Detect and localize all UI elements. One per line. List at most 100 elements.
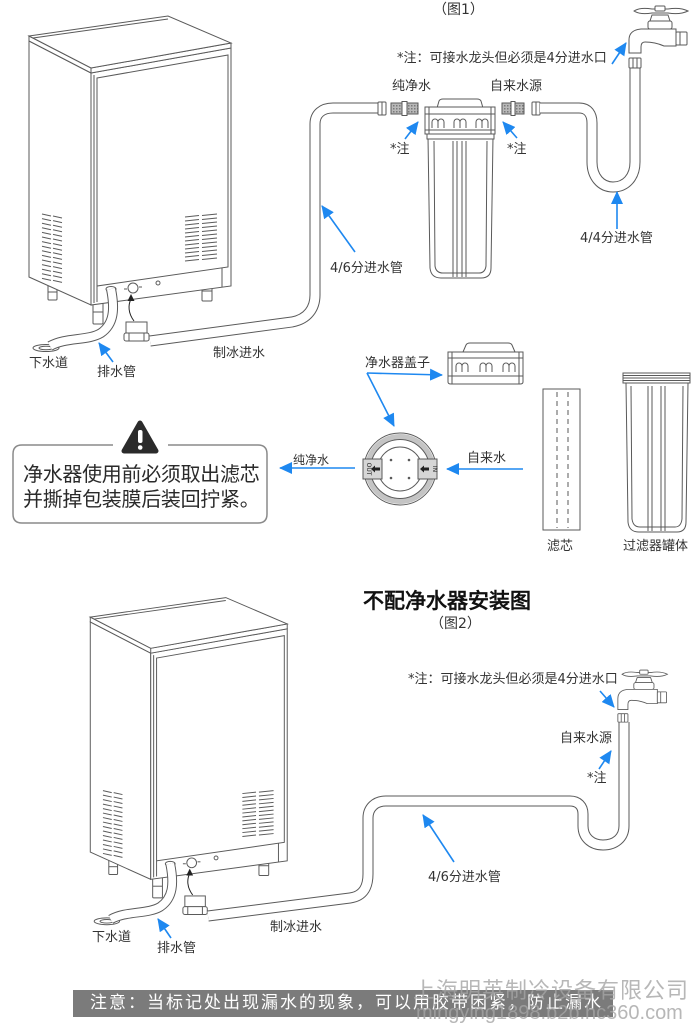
leak-notice-bar: 注意：当标记处出现漏水的现象，可以用胶带困紧，防止漏水 <box>73 990 613 1017</box>
warning-triangle-icon <box>121 420 159 454</box>
vent-slat <box>52 275 63 279</box>
vent-slat <box>184 219 200 222</box>
vent-slat <box>41 245 52 249</box>
filter-body <box>427 136 494 279</box>
vent-slat <box>52 261 63 265</box>
tap-water-source-label-2: 自来水源 <box>560 731 613 746</box>
arrow-cap-top-view <box>366 372 395 427</box>
machine-side-panel <box>28 40 92 306</box>
inlet-hose-46-label: 4/6分进水管 <box>330 261 403 276</box>
water-faucet <box>628 5 690 69</box>
vent-slat <box>52 229 63 233</box>
arrow-tap-source-note-2 <box>598 750 612 770</box>
vent-slat <box>52 256 63 260</box>
filter-housing-label: 过滤器罐体 <box>623 539 689 554</box>
arrow-inlet-note <box>502 121 518 139</box>
vent-slat <box>201 249 218 252</box>
vent-slat <box>41 241 52 245</box>
vent-slat <box>184 223 200 226</box>
vent-slat <box>184 239 200 242</box>
filter-housing <box>622 372 691 533</box>
vent-slat <box>201 245 218 248</box>
vent-slat <box>41 254 52 258</box>
indicator-hole <box>155 280 161 286</box>
control-knob <box>124 282 142 294</box>
faucet-inlet-hose <box>540 68 641 193</box>
cap-out-mark: OUT <box>365 463 372 476</box>
side-vent-grille <box>41 213 63 283</box>
cap-inlet-tab: IN <box>417 458 438 480</box>
arrow-drain-hose-2 <box>157 918 172 939</box>
drain-label: 下水道 <box>29 356 69 371</box>
inlet-note-label: *注 <box>507 142 527 157</box>
vent-slat <box>184 227 200 230</box>
water-inlet-connector <box>123 321 150 342</box>
vent-slat <box>52 252 63 256</box>
outlet-fitting <box>377 101 419 116</box>
vent-slat <box>41 259 52 263</box>
vent-slat <box>52 238 63 242</box>
tap-source-note-label-2: *注 <box>587 771 607 786</box>
warning-text-line-2: 并撕掉包装膜后装回拧紧。 <box>23 487 260 511</box>
machine-top-bevel <box>32 18 169 39</box>
cap-in-mark: IN <box>431 466 438 472</box>
drain-hose-label: 排水管 <box>97 365 137 380</box>
inlet-hose-46-label-2: 4/6分进水管 <box>428 870 501 885</box>
arrow-drain-hose <box>98 342 114 363</box>
figure2-caption: （图2） <box>430 616 481 632</box>
arrow-faucet-note <box>611 42 627 65</box>
vent-slat <box>184 235 200 238</box>
tap-water-in-label: 自来水 <box>467 451 507 466</box>
vent-slat <box>41 218 52 222</box>
vent-slat <box>201 253 218 256</box>
vent-slat <box>201 229 218 232</box>
watermark-company: 上海明英制冷设备有限公司 <box>413 978 690 1003</box>
filter-cap <box>424 98 496 135</box>
vent-slat <box>52 215 63 219</box>
warning-text-line-1: 净水器使用前必须取出滤芯 <box>23 462 260 486</box>
figure1-caption: （图1） <box>433 2 484 18</box>
vent-slat <box>201 237 218 240</box>
vent-slat <box>52 266 63 270</box>
inlet-hose-44-label: 4/4分进水管 <box>580 231 653 246</box>
machine-top <box>27 15 233 69</box>
ice-inlet-pipe <box>149 102 378 347</box>
vent-slat <box>52 233 63 237</box>
tap-water-source-label: 自来水源 <box>490 79 543 94</box>
faucet-note-2: *注：可接水龙头但必须是4分进水口 <box>408 672 618 687</box>
watermark-url: mingying1898.b2b.hc360.com <box>416 1002 683 1024</box>
vent-slat <box>201 241 218 244</box>
arrow-outlet-note <box>404 121 419 140</box>
inlet-fitting <box>501 101 541 116</box>
vent-slat <box>201 225 218 228</box>
vent-slat <box>184 259 200 262</box>
vent-slat <box>41 213 52 217</box>
vent-slat <box>52 220 63 224</box>
front-vent-grille <box>184 213 218 262</box>
water-filter <box>424 98 496 279</box>
vent-slat <box>52 270 63 274</box>
vent-slat <box>41 236 52 240</box>
vent-slat <box>52 224 63 228</box>
vent-slat <box>52 243 63 247</box>
outlet-note-label: *注 <box>390 142 410 157</box>
vent-slat <box>52 247 63 251</box>
vent-slat <box>184 243 200 246</box>
vent-slat <box>41 227 52 231</box>
inlet-direction-arrow-icon <box>127 294 135 322</box>
filter-cartridge <box>542 388 581 531</box>
filter-band <box>426 133 495 140</box>
arrow-46-hose-2 <box>422 814 455 863</box>
drain-hose-label-2: 排水管 <box>157 941 197 956</box>
vent-slat <box>52 279 63 283</box>
vent-slat <box>41 264 52 268</box>
faucet-nut <box>628 57 642 69</box>
filter-cap-side-view <box>447 342 524 385</box>
vent-slat <box>201 233 218 236</box>
faucet-spout <box>628 28 677 54</box>
cap-outlet-tab: OUT <box>362 458 383 480</box>
vent-slat <box>184 247 200 250</box>
vent-slat <box>41 273 52 277</box>
